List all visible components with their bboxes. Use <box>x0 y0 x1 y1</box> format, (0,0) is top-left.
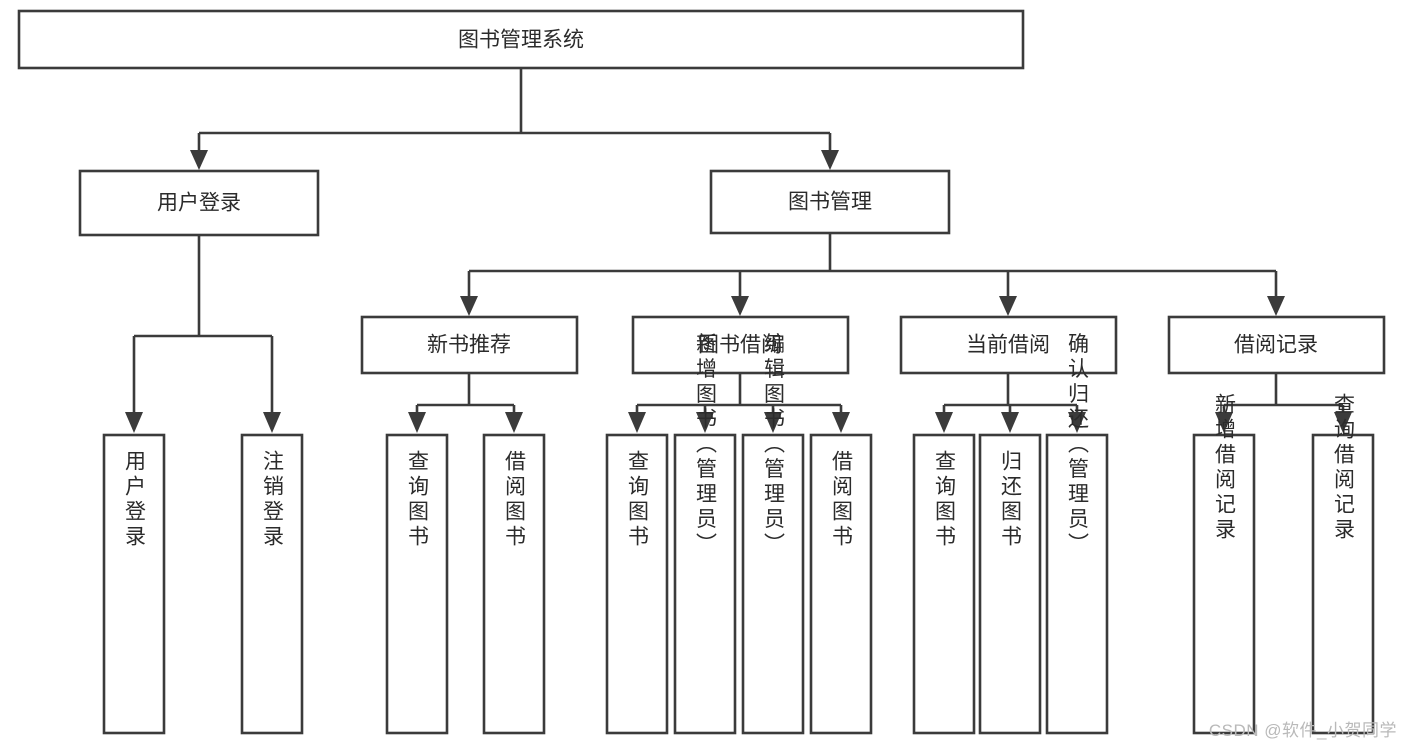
leaf-node-return-book[interactable]: 归还图书 <box>978 433 1042 735</box>
node-user-login[interactable]: 用户登录 <box>78 169 320 237</box>
leaf-node-edit-book-admin-box[interactable] <box>741 433 805 735</box>
leaf-node-current-query-book-box[interactable] <box>912 433 976 735</box>
leaf-node-add-borrow-record-box[interactable] <box>1192 433 1256 735</box>
leaf-node-borrow-book[interactable]: 借阅图书 <box>809 433 873 735</box>
leaf-node-logout[interactable]: 注销登录 <box>240 433 304 735</box>
leaf-node-logout-box[interactable] <box>240 433 304 735</box>
node-new-book-recommend[interactable]: 新书推荐 <box>360 315 579 375</box>
leaf-node-query-borrow-record-box[interactable] <box>1311 433 1375 735</box>
leaf-node-add-book-admin-box[interactable] <box>673 433 737 735</box>
arrowhead-bookborrow-leaf2 <box>696 412 714 433</box>
arrowhead-leaf-logout <box>263 412 281 433</box>
leaf-node-borrow-book-box[interactable] <box>809 433 873 735</box>
leaf-node-add-book-admin-label: 新增图书（管理员） <box>694 333 718 558</box>
connector-layer <box>125 68 1352 433</box>
leaf-node-recommend-query-book-box[interactable] <box>385 433 449 735</box>
node-book-borrow-label: 图书借阅 <box>698 334 782 357</box>
arrowhead-leaf-user-login <box>125 412 143 433</box>
arrowhead-newbook-leaf1 <box>408 412 426 433</box>
node-root-system[interactable]: 图书管理系统 <box>17 9 1025 70</box>
node-borrow-record-box[interactable] <box>1167 315 1386 375</box>
node-root-system-box[interactable] <box>17 9 1025 70</box>
leaf-node-confirm-return-admin-label: 确认归还（管理员） <box>1066 333 1090 558</box>
leaf-node-recommend-borrow-book[interactable]: 借阅图书 <box>482 433 546 735</box>
leaf-node-current-query-book[interactable]: 查询图书 <box>912 433 976 735</box>
arrowhead-new-book-recommend <box>460 296 478 316</box>
node-current-borrow-box[interactable] <box>899 315 1118 375</box>
leaf-node-borrow-query-book[interactable]: 查询图书 <box>605 433 669 735</box>
arrowhead-bookborrow-leaf4 <box>832 412 850 433</box>
arrowhead-currentborrow-leaf1 <box>935 412 953 433</box>
leaf-node-recommend-query-book-label: 查询图书 <box>406 450 430 550</box>
arrowhead-bookborrow-leaf1 <box>628 412 646 433</box>
arrowhead-borrowrecord-leaf2 <box>1334 412 1352 433</box>
node-book-manage[interactable]: 图书管理 <box>709 169 951 235</box>
leaf-node-borrow-query-book-box[interactable] <box>605 433 669 735</box>
leaf-node-query-borrow-record[interactable]: 查询借阅记录 <box>1311 393 1375 735</box>
node-user-login-box[interactable] <box>78 169 320 237</box>
node-book-borrow[interactable]: 图书借阅 <box>631 315 850 375</box>
leaf-node-logout-label: 注销登录 <box>261 450 285 550</box>
leaf-node-add-borrow-record[interactable]: 新增借阅记录 <box>1192 393 1256 735</box>
leaf-node-recommend-query-book[interactable]: 查询图书 <box>385 433 449 735</box>
node-root-system-label: 图书管理系统 <box>458 29 584 52</box>
arrowhead-newbook-leaf2 <box>505 412 523 433</box>
arrowhead-borrowrecord-leaf1 <box>1215 412 1233 433</box>
leaf-node-confirm-return-admin[interactable]: 确认归还（管理员） <box>1045 333 1109 735</box>
leaf-node-user-login-label: 用户登录 <box>123 450 147 550</box>
leaf-node-recommend-borrow-book-label: 借阅图书 <box>503 450 527 550</box>
arrowhead-currentborrow-leaf2 <box>1001 412 1019 433</box>
node-book-manage-label: 图书管理 <box>788 191 872 214</box>
node-book-manage-box[interactable] <box>709 169 951 235</box>
node-book-borrow-box[interactable] <box>631 315 850 375</box>
node-current-borrow[interactable]: 当前借阅 <box>899 315 1118 375</box>
node-new-book-recommend-label: 新书推荐 <box>427 334 511 357</box>
leaf-node-add-book-admin[interactable]: 新增图书（管理员） <box>673 333 737 735</box>
arrowhead-book-manage <box>821 150 839 170</box>
leaf-node-borrow-book-label: 借阅图书 <box>830 450 854 550</box>
leaf-node-user-login-box[interactable] <box>102 433 166 735</box>
arrowhead-bookborrow-leaf3 <box>764 412 782 433</box>
leaf-node-query-borrow-record-label: 查询借阅记录 <box>1332 393 1356 543</box>
leaf-node-confirm-return-admin-box[interactable] <box>1045 433 1109 735</box>
leaf-node-recommend-borrow-book-box[interactable] <box>482 433 546 735</box>
leaf-node-user-login[interactable]: 用户登录 <box>102 433 166 735</box>
leaf-node-borrow-query-book-label: 查询图书 <box>626 450 650 550</box>
arrowhead-user-login <box>190 150 208 170</box>
node-new-book-recommend-box[interactable] <box>360 315 579 375</box>
leaf-node-return-book-label: 归还图书 <box>999 450 1023 550</box>
node-user-login-label: 用户登录 <box>157 192 241 215</box>
leaf-node-add-borrow-record-label: 新增借阅记录 <box>1213 393 1237 543</box>
node-borrow-record[interactable]: 借阅记录 <box>1167 315 1386 375</box>
arrowhead-borrow-record <box>1267 296 1285 316</box>
arrowhead-book-borrow <box>731 296 749 316</box>
leaf-node-current-query-book-label: 查询图书 <box>933 450 957 550</box>
arrowhead-current-borrow <box>999 296 1017 316</box>
leaf-node-return-book-box[interactable] <box>978 433 1042 735</box>
leaf-node-edit-book-admin-label: 编辑图书（管理员） <box>762 333 786 558</box>
arrowhead-currentborrow-leaf3 <box>1068 412 1086 433</box>
leaf-node-edit-book-admin[interactable]: 编辑图书（管理员） <box>741 333 805 735</box>
node-current-borrow-label: 当前借阅 <box>966 334 1050 357</box>
node-borrow-record-label: 借阅记录 <box>1234 334 1318 357</box>
